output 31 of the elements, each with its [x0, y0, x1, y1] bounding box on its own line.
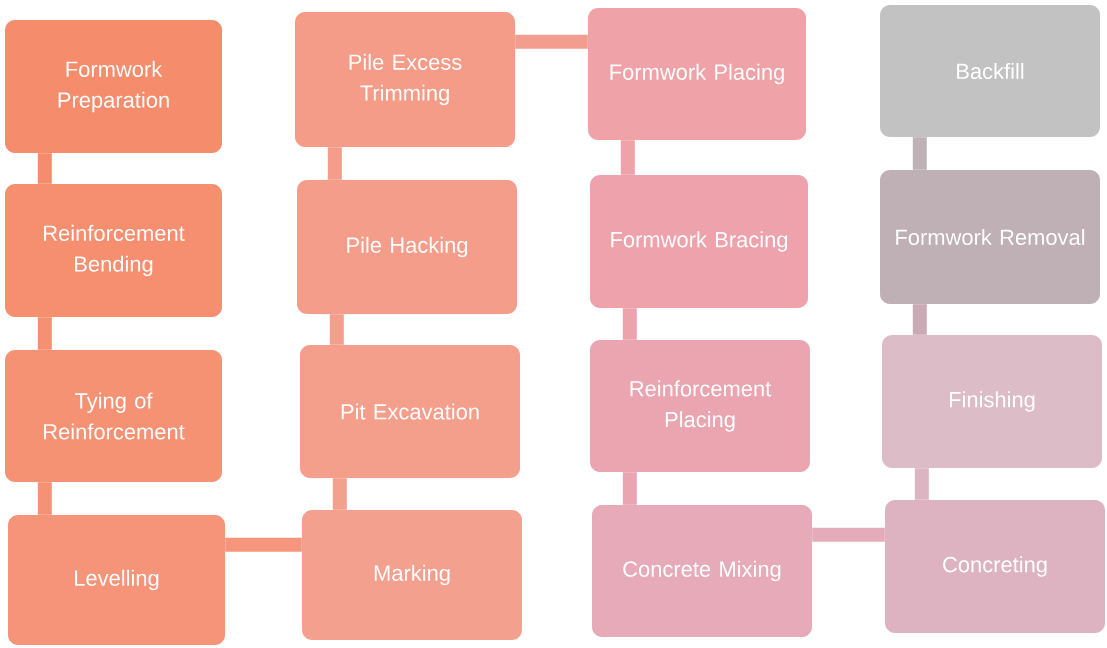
process-box: Reinforcement Bending [5, 184, 222, 317]
process-box: Formwork Placing [588, 8, 806, 140]
connector [622, 308, 637, 340]
connector [812, 527, 885, 542]
connector [912, 137, 927, 170]
connector [37, 317, 52, 350]
connector [37, 153, 52, 184]
process-box: Pile Excess Trimming [295, 12, 515, 147]
connector [620, 140, 635, 175]
connector [37, 482, 52, 515]
process-box: Formwork Preparation [5, 20, 222, 153]
process-box: Concrete Mixing [592, 505, 812, 637]
process-box: Backfill [880, 5, 1100, 137]
process-box: Pile Hacking [297, 180, 517, 314]
connector [912, 304, 927, 335]
process-box: Formwork Removal [880, 170, 1100, 304]
connector [332, 478, 347, 510]
process-box: Reinforcement Placing [590, 340, 810, 472]
process-box: Marking [302, 510, 522, 640]
process-box: Tying of Reinforcement [5, 350, 222, 482]
connector [329, 314, 344, 345]
connector [622, 472, 637, 505]
connector [515, 34, 588, 49]
connector [914, 468, 929, 500]
connector [225, 537, 302, 552]
process-box: Formwork Bracing [590, 175, 808, 308]
connector [327, 147, 342, 180]
process-box: Concreting [885, 500, 1105, 633]
process-box: Finishing [882, 335, 1102, 468]
process-box: Levelling [8, 515, 225, 645]
process-box: Pit Excavation [300, 345, 520, 478]
